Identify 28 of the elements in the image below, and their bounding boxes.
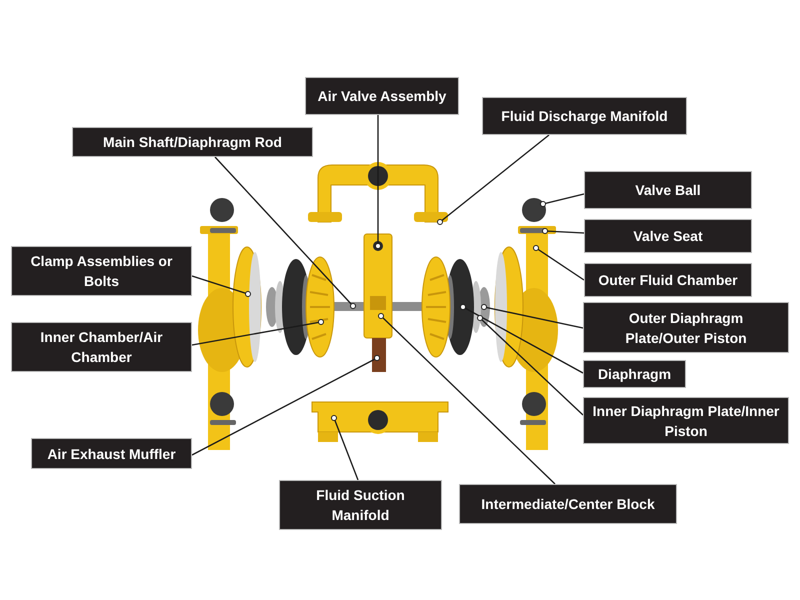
leader-line <box>540 193 584 207</box>
part-label: Fluid Discharge Manifold <box>482 97 687 135</box>
leader-line <box>542 228 584 234</box>
leader-line <box>375 115 381 249</box>
leader-line <box>378 313 556 484</box>
part-label: Diaphragm <box>583 360 686 388</box>
leader-line <box>192 319 324 346</box>
part-label: Main Shaft/Diaphragm Rod <box>72 127 313 157</box>
part-label: Valve Ball <box>584 171 752 209</box>
part-label: Inner Chamber/Air Chamber <box>11 322 192 372</box>
part-label: Outer Diaphragm Plate/Outer Piston <box>583 302 789 353</box>
part-label: Air Valve Assembly <box>305 77 459 115</box>
part-label: Clamp Assemblies or Bolts <box>11 246 192 296</box>
part-label: Intermediate/Center Block <box>459 484 677 524</box>
leader-line <box>331 415 359 480</box>
part-label: Air Exhaust Muffler <box>31 438 192 469</box>
part-label: Outer Fluid Chamber <box>584 263 752 297</box>
leader-line <box>214 156 356 309</box>
leader-line <box>460 304 584 374</box>
leader-line <box>437 134 550 225</box>
leader-line <box>481 304 584 329</box>
leader-line <box>192 355 380 456</box>
leader-line <box>192 275 251 297</box>
part-label: Valve Seat <box>584 219 752 253</box>
part-label: Inner Diaphragm Plate/Inner Piston <box>583 397 789 444</box>
part-label: Fluid Suction Manifold <box>279 480 442 530</box>
leader-line <box>533 245 584 281</box>
leader-line <box>477 315 584 416</box>
